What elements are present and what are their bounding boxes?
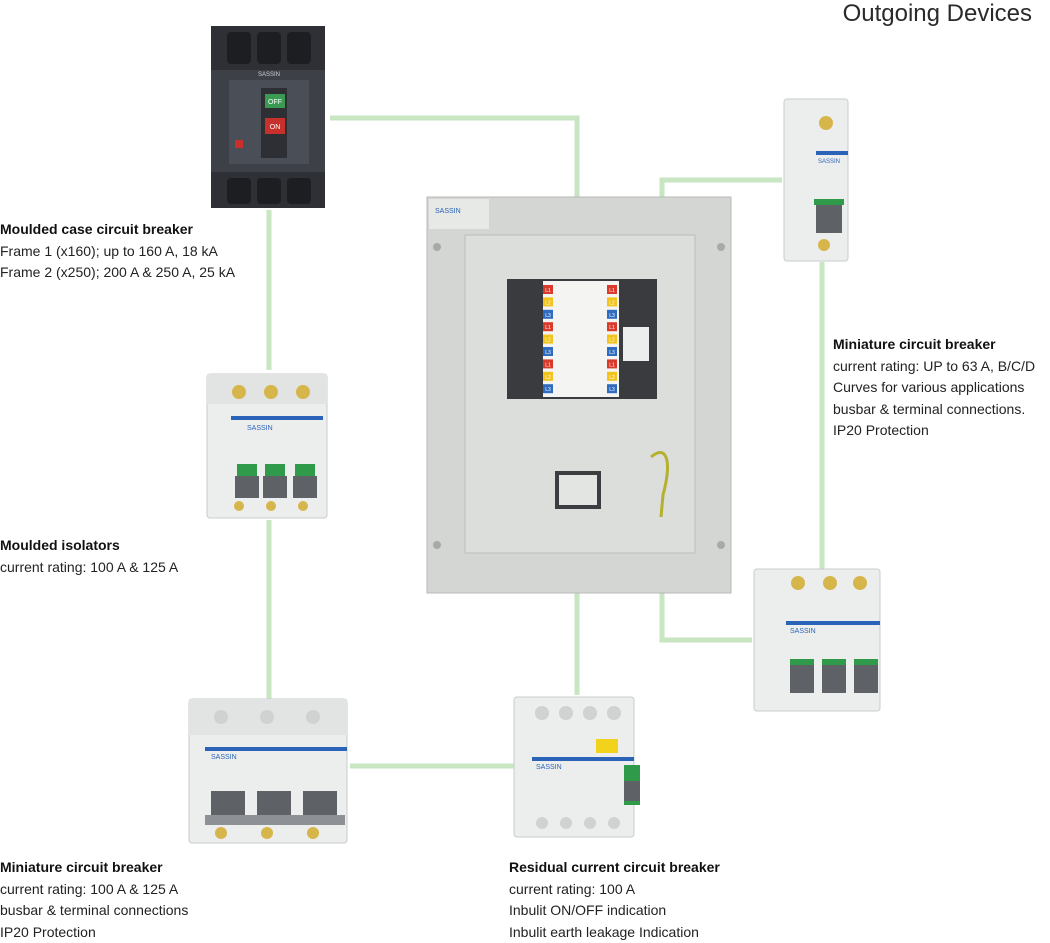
phase-label-left-1: L2 — [545, 300, 551, 306]
isolator-line-1: current rating: 100 A & 125 A — [0, 557, 260, 579]
mcb-125-line-3: IP20 Protection — [0, 922, 260, 943]
phase-label-left-2: L3 — [545, 313, 551, 319]
phase-label-left-7: L2 — [545, 375, 551, 381]
rccb-line-3: Inbulit earth leakage Indication — [509, 922, 799, 943]
rccb-line-1: current rating: 100 A — [509, 879, 799, 901]
phase-label-right-2: L3 — [609, 313, 615, 319]
mccb-on-label: ON — [270, 124, 281, 131]
phase-label-left-6: L1 — [545, 362, 551, 368]
mcb-63-name: Miniature circuit breaker — [833, 334, 1048, 356]
phase-label-right-5: L3 — [609, 350, 615, 356]
rccb-brand: SASSIN — [536, 764, 562, 771]
mcb-125-image: SASSIN — [185, 695, 351, 847]
mcb-3p-image: SASSIN — [750, 565, 885, 715]
rccb-line-2: Inbulit ON/OFF indication — [509, 900, 799, 922]
mccb-name: Moulded case circuit breaker — [0, 219, 290, 241]
mcb-63-brand: SASSIN — [818, 159, 840, 165]
mccb-line-2: Frame 2 (x250); 200 A & 250 A, 25 kA — [0, 262, 290, 284]
mcb-63-line-3: busbar & terminal connections. — [833, 399, 1048, 421]
phase-label-left-8: L3 — [545, 387, 551, 393]
mccb-brand: SASSIN — [258, 72, 280, 78]
mcb-125-description: Miniature circuit breaker current rating… — [0, 857, 260, 943]
rccb-image: SASSIN — [512, 693, 642, 841]
mcb-125-line-2: busbar & terminal connections — [0, 900, 260, 922]
isolator-brand: SASSIN — [247, 425, 273, 432]
phase-label-right-3: L1 — [609, 325, 615, 331]
rccb-description: Residual current circuit breaker current… — [509, 857, 799, 943]
mccb-off-label: OFF — [268, 99, 282, 106]
mcb-63-line-2: Curves for various applications — [833, 377, 1048, 399]
mccb-description: Moulded case circuit breaker Frame 1 (x1… — [0, 219, 290, 284]
phase-label-right-6: L1 — [609, 362, 615, 368]
panel-brand: SASSIN — [435, 208, 461, 215]
connector-panel-mcb-3p — [662, 590, 752, 640]
phase-label-left-0: L1 — [545, 288, 551, 294]
isolator-description: Moulded isolators current rating: 100 A … — [0, 535, 260, 578]
mcb-3p-brand: SASSIN — [790, 628, 816, 635]
phase-label-left-3: L1 — [545, 325, 551, 331]
isolator-name: Moulded isolators — [0, 535, 260, 557]
mcb-125-brand: SASSIN — [211, 754, 237, 761]
mcb-125-line-1: current rating: 100 A & 125 A — [0, 879, 260, 901]
page-title: Outgoing Devices — [843, 0, 1032, 28]
phase-label-right-7: L2 — [609, 375, 615, 381]
mcb-63-description: Miniature circuit breaker current rating… — [833, 334, 1048, 442]
phase-label-left-4: L2 — [545, 338, 551, 344]
phase-label-right-1: L2 — [609, 300, 615, 306]
rccb-name: Residual current circuit breaker — [509, 857, 799, 879]
mcb-125-name: Miniature circuit breaker — [0, 857, 260, 879]
phase-label-left-5: L3 — [545, 350, 551, 356]
phase-label-right-0: L1 — [609, 288, 615, 294]
mcb-63-line-1: current rating: UP to 63 A, B/C/D — [833, 356, 1048, 378]
mcb-63-line-4: IP20 Protection — [833, 420, 1048, 442]
mccb-line-1: Frame 1 (x160); up to 160 A, 18 kA — [0, 241, 290, 263]
connector-mccb-panel — [330, 118, 577, 198]
mcb-63-image: SASSIN — [778, 95, 858, 265]
phase-label-right-8: L3 — [609, 387, 615, 393]
mccb-image: OFF ON SASSIN — [205, 22, 331, 212]
phase-label-right-4: L2 — [609, 338, 615, 344]
isolator-image: SASSIN — [205, 368, 331, 524]
